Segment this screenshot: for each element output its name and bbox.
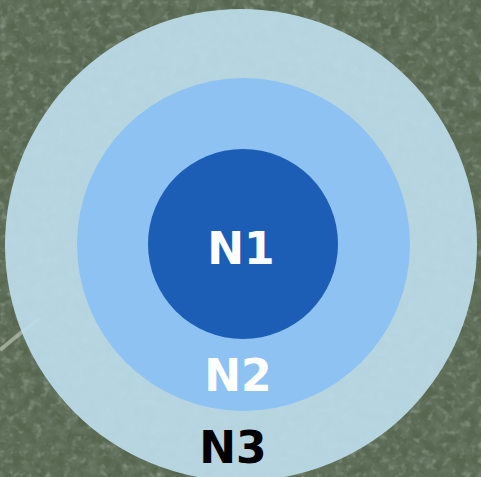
zone-label: N2: [204, 352, 271, 400]
zone-circle: [5, 9, 477, 477]
zone-circle: [148, 149, 338, 339]
inner-zone: N1: [148, 149, 338, 339]
zone-label: N3: [199, 424, 266, 472]
outer-zone: N1N2N3: [5, 9, 477, 477]
zone-label: N1: [207, 225, 274, 273]
zone-circle: [77, 78, 410, 411]
middle-zone: N1N2: [77, 78, 410, 411]
